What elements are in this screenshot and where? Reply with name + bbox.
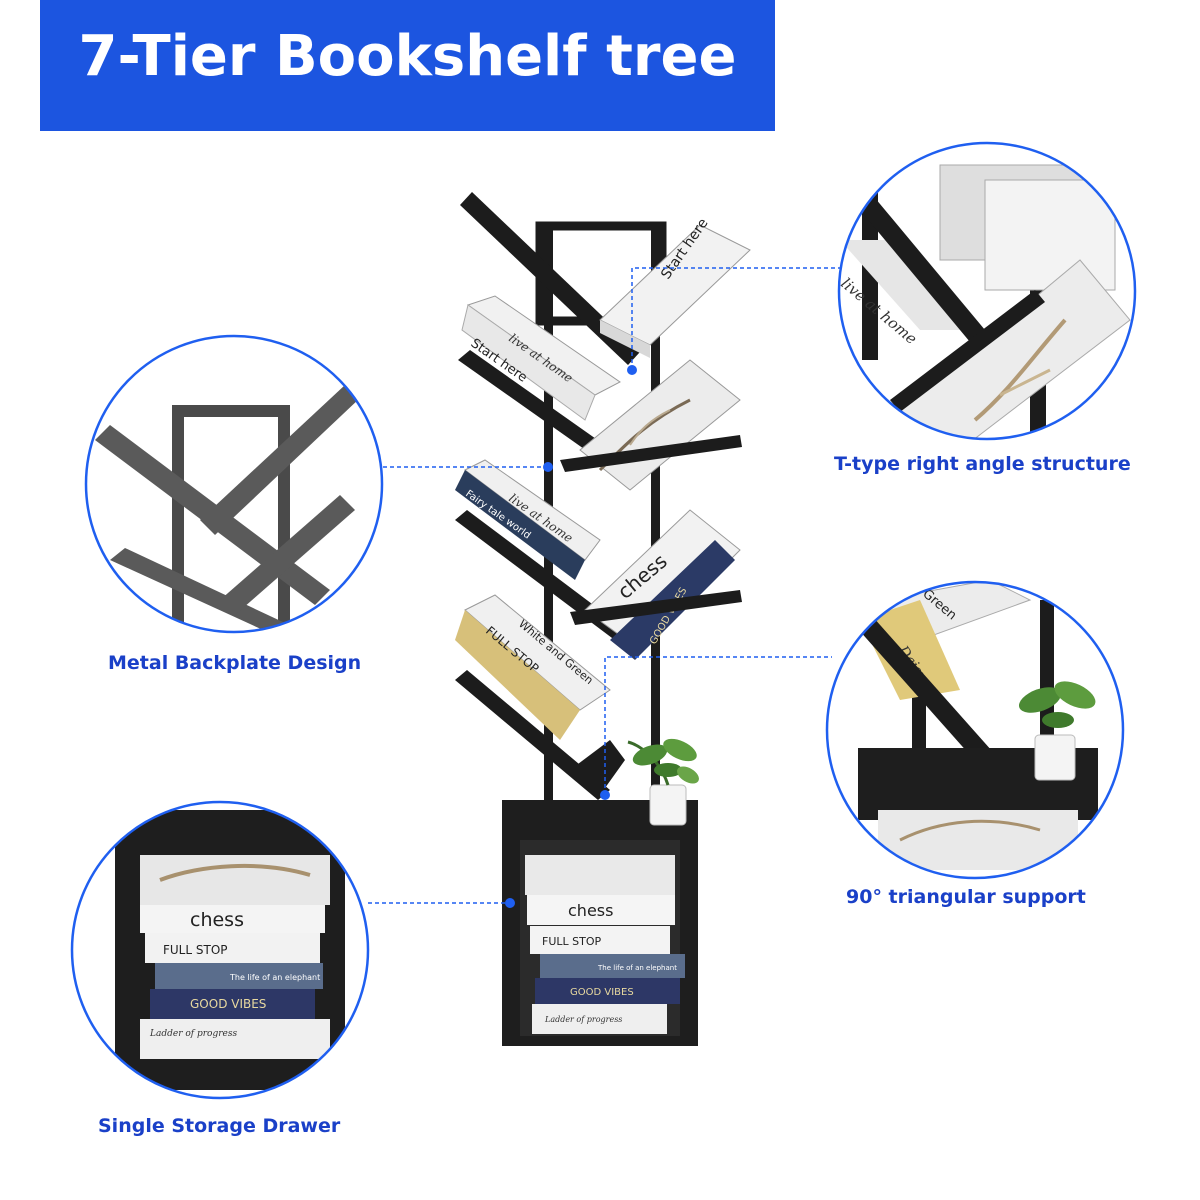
detail-book-elephant: The life of an elephant <box>229 973 320 982</box>
detail-circle-triangular: Green Daisy <box>825 580 1125 880</box>
detail-circle-backplate <box>84 334 384 634</box>
detail-circle-drawer: chess FULL STOP The life of an elephant … <box>70 800 370 1100</box>
bookshelf-tree: Start here live at home Start here Fairy… <box>455 192 751 1046</box>
caption-triangular: 90° triangular support <box>846 886 1086 908</box>
callout-lines <box>368 267 840 908</box>
title-banner: 7-Tier Bookshelf tree <box>40 0 775 131</box>
caption-drawer: Single Storage Drawer <box>98 1115 341 1137</box>
detail-circle-t-type: live at home <box>837 141 1137 441</box>
caption-t-type: T-type right angle structure <box>834 453 1131 475</box>
detail-book-good-vibes: GOOD VIBES <box>190 997 266 1011</box>
detail-book-chess: chess <box>190 909 244 931</box>
caption-backplate: Metal Backplate Design <box>108 652 362 674</box>
book-label-full-stop-drawer: FULL STOP <box>542 935 601 948</box>
book-label-chess-drawer: chess <box>568 901 613 920</box>
page-title: 7-Tier Bookshelf tree <box>78 24 737 89</box>
book-label-good-vibes-drawer: GOOD VIBES <box>570 987 634 998</box>
book-label-elephant-drawer: The life of an elephant <box>597 964 677 972</box>
detail-book-ladder: Ladder of progress <box>149 1029 237 1039</box>
book-label-ladder-drawer: Ladder of progress <box>544 1015 622 1024</box>
detail-book-full-stop: FULL STOP <box>163 943 228 957</box>
